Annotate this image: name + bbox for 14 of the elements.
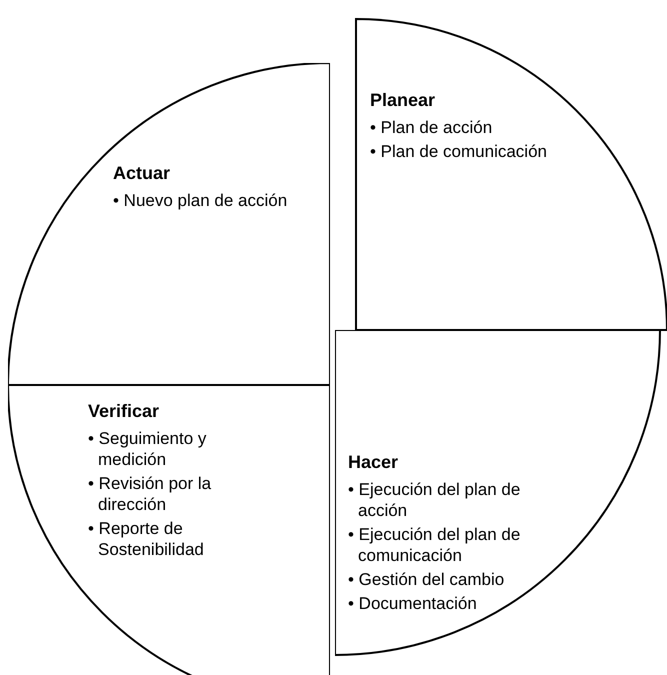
- bullet-item: • Reporte de Sostenibilidad: [88, 518, 205, 560]
- bullet-item: • Ejecución del plan de acción: [348, 479, 522, 521]
- phase-heading: Planear: [370, 90, 436, 111]
- bullet-item: • Gestión del cambio: [348, 569, 506, 590]
- bullet-item: • Nuevo plan de acción: [113, 190, 288, 211]
- bullet-item: • Plan de comunicación: [370, 141, 548, 162]
- bullet-item: • Documentación: [348, 593, 478, 614]
- bullet-item: • Revisión por la dirección: [88, 473, 212, 515]
- phase-heading: Actuar: [113, 163, 170, 184]
- phase-heading: Verificar: [88, 401, 160, 422]
- bullet-item: • Ejecución del plan de comunicación: [348, 524, 522, 566]
- phase-heading: Hacer: [348, 452, 398, 473]
- bullet-item: • Plan de acción: [370, 117, 494, 138]
- bullet-item: • Seguimiento y medición: [88, 428, 208, 470]
